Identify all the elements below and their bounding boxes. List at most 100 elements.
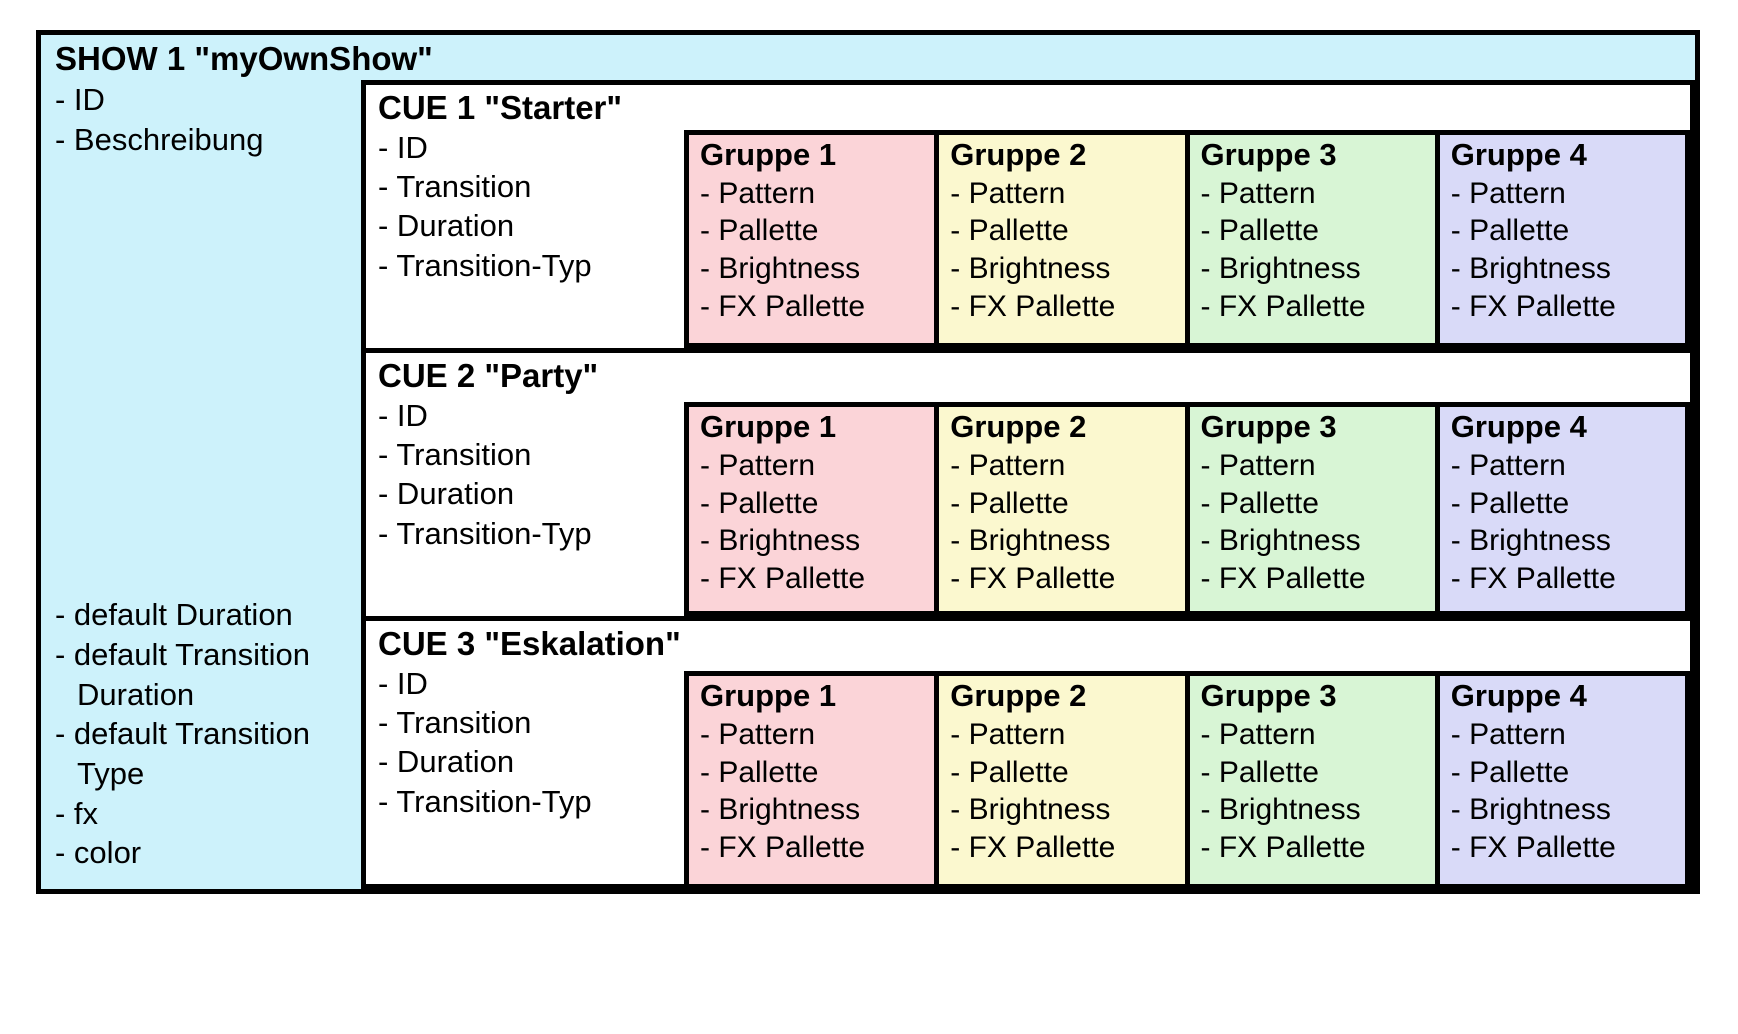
- cue-3-gruppe-2-title: Gruppe 2: [950, 678, 1087, 713]
- property-brightness: - Brightness: [700, 793, 861, 827]
- cue-1-gruppe-1-properties: - Pattern - Pallette - Brightness - FX P…: [700, 175, 934, 327]
- property-pattern: - Pattern: [1200, 176, 1316, 210]
- cue-3-gruppe-3-title: Gruppe 3: [1200, 678, 1337, 713]
- cue-3-gruppe-2: Gruppe 2 - Pattern - Pallette - Brightne…: [939, 671, 1190, 889]
- cue-2-gruppe-3-title: Gruppe 3: [1200, 408, 1337, 444]
- cue-1-gruppe-3-title: Gruppe 3: [1200, 136, 1337, 172]
- cue-box-2: CUE 2 "Party" - ID - Transition - Durati…: [361, 352, 1695, 621]
- cue-1-gruppe-4-title: Gruppe 4: [1450, 136, 1587, 172]
- cue-3-gruppe-4-title: Gruppe 4: [1450, 678, 1587, 713]
- cue-3-title: CUE 3 "Eskalation": [378, 624, 681, 662]
- cue-1-property-list: - ID - Transition - Duration - Transitio…: [378, 128, 684, 285]
- property-fx-pallette: - FX Pallette: [1450, 831, 1616, 865]
- property-pattern: - Pattern: [1450, 448, 1566, 482]
- property-pallette: - Pallette: [1200, 486, 1319, 520]
- cue-3-gruppe-3-properties: - Pattern - Pallette - Brightness - FX P…: [1201, 716, 1435, 868]
- property-fx-pallette: - FX Pallette: [1200, 290, 1366, 324]
- property-pattern: - Pattern: [700, 717, 816, 751]
- cue-1-property-duration: - Duration: [378, 208, 515, 244]
- property-pallette: - Pallette: [1200, 214, 1319, 248]
- property-brightness: - Brightness: [1450, 524, 1611, 558]
- cue-box-3: CUE 3 "Eskalation" - ID - Transition - D…: [361, 620, 1695, 889]
- show-property-beschreibung: - Beschreibung: [55, 121, 264, 157]
- cue-1-gruppe-3-properties: - Pattern - Pallette - Brightness - FX P…: [1201, 175, 1435, 327]
- cue-3-property-id: - ID: [378, 665, 428, 701]
- property-fx-pallette: - FX Pallette: [700, 831, 866, 865]
- cue-2-gruppe-1: Gruppe 1 - Pattern - Pallette - Brightne…: [684, 401, 940, 616]
- property-brightness: - Brightness: [1200, 252, 1361, 286]
- property-fx-pallette: - FX Pallette: [700, 562, 866, 596]
- property-pallette: - Pallette: [950, 755, 1069, 789]
- show-property-default-transition-type-label: - default Transition: [55, 716, 311, 752]
- cue-1-property-transition-typ: - Transition-Typ: [378, 247, 592, 283]
- cue-2-property-transition: - Transition: [378, 436, 532, 472]
- property-pallette: - Pallette: [700, 214, 819, 248]
- property-pattern: - Pattern: [1200, 717, 1316, 751]
- property-brightness: - Brightness: [1450, 252, 1611, 286]
- cue-box-1: CUE 1 "Starter" - ID - Transition - Dura…: [361, 79, 1695, 353]
- cue-2-property-id: - ID: [378, 397, 428, 433]
- property-pallette: - Pallette: [700, 486, 819, 520]
- show-properties-column: - ID - Beschreibung - default Duration -…: [41, 80, 361, 889]
- cue-3-groups: Gruppe 1 - Pattern - Pallette - Brightne…: [684, 621, 1690, 889]
- cue-column: CUE 1 "Starter" - ID - Transition - Dura…: [361, 79, 1695, 889]
- cue-2-groups: Gruppe 1 - Pattern - Pallette - Brightne…: [684, 353, 1690, 616]
- property-pattern: - Pattern: [950, 176, 1066, 210]
- property-pattern: - Pattern: [950, 717, 1066, 751]
- property-pallette: - Pallette: [700, 755, 819, 789]
- property-pattern: - Pattern: [700, 176, 816, 210]
- cue-3-info: CUE 3 "Eskalation" - ID - Transition - D…: [366, 621, 684, 884]
- property-pallette: - Pallette: [950, 486, 1069, 520]
- cue-2-gruppe-3: Gruppe 3 - Pattern - Pallette - Brightne…: [1189, 401, 1440, 616]
- show-body: - ID - Beschreibung - default Duration -…: [41, 79, 1695, 889]
- cue-3-gruppe-1: Gruppe 1 - Pattern - Pallette - Brightne…: [684, 671, 940, 889]
- property-brightness: - Brightness: [1200, 524, 1361, 558]
- property-fx-pallette: - FX Pallette: [1200, 831, 1366, 865]
- property-pattern: - Pattern: [1450, 176, 1566, 210]
- show-property-default-transition-duration: - default Transition Duration: [55, 635, 361, 714]
- cue-2-property-duration: - Duration: [378, 476, 515, 512]
- cue-2-property-transition-typ: - Transition-Typ: [378, 515, 592, 551]
- property-fx-pallette: - FX Pallette: [950, 831, 1116, 865]
- property-brightness: - Brightness: [700, 524, 861, 558]
- property-pattern: - Pattern: [700, 448, 816, 482]
- show-top-property-list: - ID - Beschreibung: [55, 80, 361, 159]
- cue-2-gruppe-4: Gruppe 4 - Pattern - Pallette - Brightne…: [1439, 401, 1690, 616]
- property-brightness: - Brightness: [950, 524, 1111, 558]
- cue-3-gruppe-4-properties: - Pattern - Pallette - Brightness - FX P…: [1451, 716, 1685, 868]
- property-brightness: - Brightness: [950, 252, 1111, 286]
- show-title: SHOW 1 "myOwnShow": [55, 40, 433, 77]
- show-property-default-transition-type: - default Transition Type: [55, 714, 361, 793]
- property-brightness: - Brightness: [950, 793, 1111, 827]
- cue-1-gruppe-2: Gruppe 2 - Pattern - Pallette - Brightne…: [939, 129, 1190, 348]
- cue-1-info: CUE 1 "Starter" - ID - Transition - Dura…: [366, 85, 684, 348]
- cue-1-gruppe-3: Gruppe 3 - Pattern - Pallette - Brightne…: [1189, 129, 1440, 348]
- property-pallette: - Pallette: [950, 214, 1069, 248]
- cue-2-property-list: - ID - Transition - Duration - Transitio…: [378, 396, 684, 553]
- show-property-id: - ID: [55, 81, 105, 117]
- cue-3-gruppe-3: Gruppe 3 - Pattern - Pallette - Brightne…: [1189, 671, 1440, 889]
- property-pattern: - Pattern: [1450, 717, 1566, 751]
- cue-1-property-transition: - Transition: [378, 168, 532, 204]
- property-fx-pallette: - FX Pallette: [1450, 290, 1616, 324]
- show-property-default-transition-duration-continuation: Duration: [77, 676, 195, 712]
- cue-1-gruppe-1-title: Gruppe 1: [700, 136, 837, 172]
- show-bottom-property-list: - default Duration - default Transition …: [55, 595, 361, 873]
- property-pallette: - Pallette: [1450, 755, 1570, 789]
- cue-1-gruppe-2-properties: - Pattern - Pallette - Brightness - FX P…: [950, 175, 1184, 327]
- cue-2-gruppe-4-title: Gruppe 4: [1450, 408, 1587, 444]
- property-fx-pallette: - FX Pallette: [950, 562, 1116, 596]
- cue-1-gruppe-1: Gruppe 1 - Pattern - Pallette - Brightne…: [684, 129, 940, 348]
- property-pattern: - Pattern: [950, 448, 1066, 482]
- cue-3-property-transition-typ: - Transition-Typ: [378, 783, 592, 819]
- show-box: SHOW 1 "myOwnShow" - ID - Beschreibung -…: [36, 30, 1700, 894]
- cue-3-property-list: - ID - Transition - Duration - Transitio…: [378, 664, 684, 821]
- show-property-default-transition-type-continuation: Type: [77, 755, 145, 791]
- cue-3-gruppe-1-properties: - Pattern - Pallette - Brightness - FX P…: [700, 716, 934, 868]
- cue-2-gruppe-1-properties: - Pattern - Pallette - Brightness - FX P…: [700, 447, 934, 599]
- cue-2-gruppe-2-title: Gruppe 2: [950, 408, 1087, 444]
- cue-3-property-duration: - Duration: [378, 744, 515, 780]
- cue-1-title: CUE 1 "Starter": [378, 88, 623, 126]
- cue-2-info: CUE 2 "Party" - ID - Transition - Durati…: [366, 353, 684, 616]
